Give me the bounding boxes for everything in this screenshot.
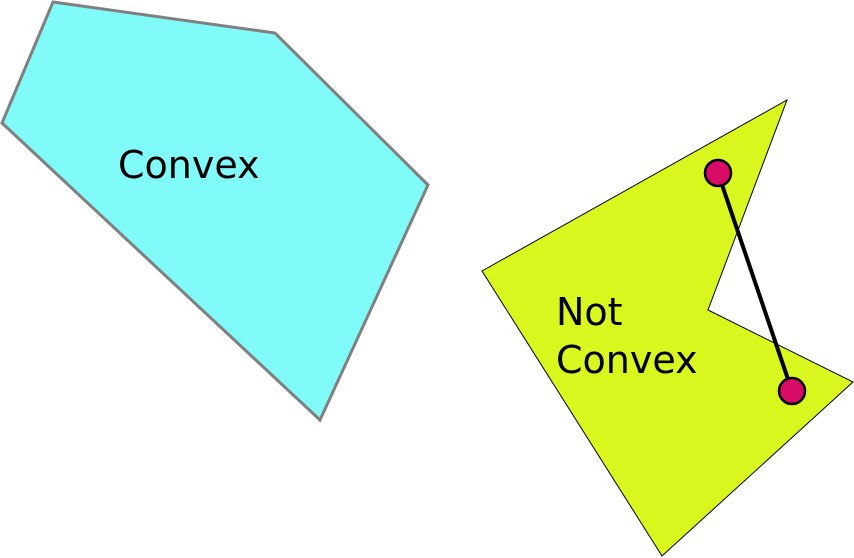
non-convex-polygon (481, 98, 854, 557)
connecting-segment-group (703, 158, 807, 406)
connecting-segment (716, 172, 794, 392)
convex-polygon-group: Convex (0, 0, 430, 423)
not-convex-label-line2: Convex (556, 338, 698, 382)
not-convex-label-line1: Not (556, 290, 623, 334)
non-convex-polygon-group: Not Convex (481, 98, 854, 557)
segment-endpoint-top (703, 158, 733, 188)
convex-polygon (0, 0, 430, 423)
convex-label: Convex (118, 143, 260, 187)
segment-endpoint-bottom (777, 376, 807, 406)
